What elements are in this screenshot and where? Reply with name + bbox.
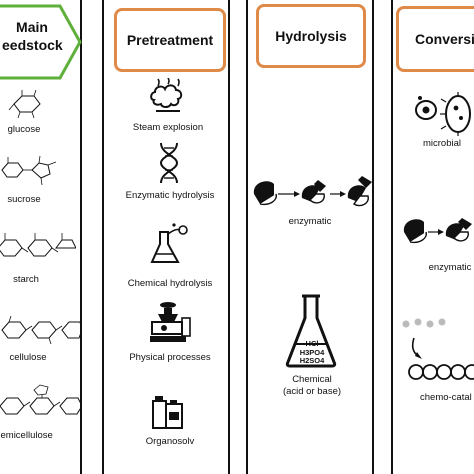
feedstock-label-cellulose: cellulose [9, 352, 47, 363]
pretreatment-column [102, 0, 230, 474]
pretreatment-label-chemical-hydrolysis: Chemical hydrolysis [127, 278, 213, 289]
hydrolysis-title: Hydrolysis [275, 28, 347, 44]
machine-icon [150, 302, 191, 342]
pretreatment-label-organosolv: Organosolv [145, 436, 195, 447]
pretreatment-label-steam-explosion: Steam explosion [132, 122, 204, 133]
sucrose-structure-icon [1, 155, 57, 186]
feedstock-title-line2: eedstock [2, 37, 63, 53]
microbe-icon [415, 92, 471, 136]
hydrolysis-label-chemical: Chemical [292, 374, 332, 385]
glucose-structure-icon [8, 89, 41, 119]
pretreatment-label-physical-processes: Physical processes [129, 352, 211, 363]
dna-helix-icon [159, 142, 179, 184]
conversion-label-enzymatic: enzymatic [428, 262, 472, 273]
flask-text-h2so4: H2SO4 [299, 356, 325, 365]
feedstock-label-hemicellulose: hemicellulose [0, 430, 53, 441]
feedstock-title-line1: Main [16, 19, 48, 35]
enzymatic-conversion-scheme-icon [403, 218, 472, 244]
steam-explosion-icon [150, 78, 183, 112]
conversion-label-chemo-catalytic: chemo-catal [420, 392, 472, 403]
solvent-bottles-icon [152, 396, 183, 429]
feedstock-label-glucose: glucose [7, 124, 41, 135]
pretreatment-label-enzymatic-hydrolysis: Enzymatic hydrolysis [125, 190, 215, 201]
feedstock-header-title: Main eedstock [2, 18, 63, 54]
acid-flask-icon [285, 294, 337, 368]
conversion-label-microbial: microbial [422, 138, 461, 149]
chemo-catalytic-chain-icon [402, 318, 474, 380]
feedstock-header-arrow [0, 4, 82, 80]
flask-text-hcl: HCl [305, 339, 319, 348]
flask-contents: HCl H3PO4 H2SO4 [290, 339, 334, 366]
enzymatic-hydrolysis-scheme-icon [253, 176, 372, 207]
hemicellulose-structure-icon [0, 384, 82, 415]
chemical-flask-icon [150, 223, 188, 263]
feedstock-label-starch: starch [13, 274, 39, 285]
cellulose-structure-icon [1, 315, 82, 345]
hydrolysis-header: Hydrolysis [256, 4, 366, 68]
hydrolysis-column [246, 0, 374, 474]
pretreatment-title: Pretreatment [126, 32, 214, 48]
feedstock-label-sucrose: sucrose [7, 194, 41, 205]
starch-structure-icon [0, 233, 76, 257]
conversion-header: Conversi [396, 6, 474, 72]
conversion-title: Conversi [415, 31, 474, 47]
hydrolysis-label-enzymatic: enzymatic [288, 216, 332, 227]
pretreatment-header: Pretreatment [114, 8, 226, 72]
flask-text-h3po4: H3PO4 [299, 347, 325, 357]
hydrolysis-label-acid-or-base: (acid or base) [282, 386, 342, 397]
